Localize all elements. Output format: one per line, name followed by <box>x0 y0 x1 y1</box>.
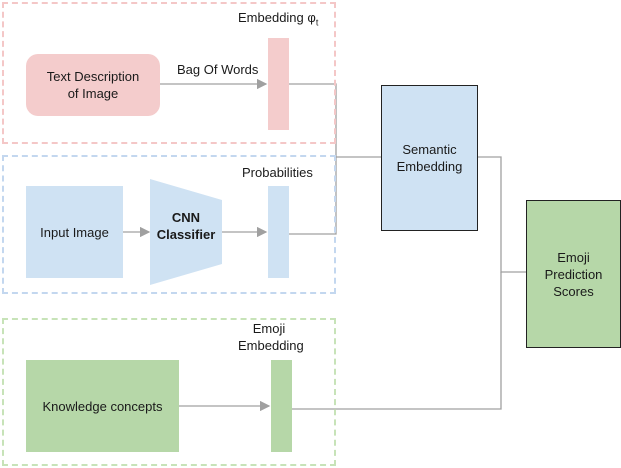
probabilities-bar <box>268 186 289 278</box>
emoji-embedding-label: Emoji Embedding <box>238 321 304 353</box>
bag-of-words-bar <box>268 38 289 130</box>
line-semantic-to-prediction <box>478 156 526 273</box>
knowledge-concepts-node: Knowledge concepts <box>26 360 179 452</box>
probabilities-label: Probabilities <box>242 165 313 180</box>
line-prob-to-semantic <box>289 157 337 235</box>
input-image-node: Input Image <box>26 186 123 278</box>
line-bow-to-semantic <box>289 83 381 158</box>
text-description-node: Text Description of Image <box>26 54 160 116</box>
emoji-prediction-scores-node: Emoji Prediction Scores <box>526 200 621 348</box>
semantic-embedding-node: Semantic Embedding <box>381 85 478 231</box>
probabilities-group <box>2 155 336 294</box>
embedding-phi-group <box>2 2 336 144</box>
line-emoji-to-prediction <box>292 272 502 410</box>
cnn-classifier-label: CNN Classifier <box>156 210 216 242</box>
emoji-embedding-bar <box>271 360 292 452</box>
bag-of-words-label: Bag Of Words <box>177 62 259 77</box>
embedding-phi-label: Embedding φt <box>238 10 319 28</box>
cnn-classifier-shape <box>150 179 222 285</box>
emoji-embedding-group <box>2 318 336 466</box>
